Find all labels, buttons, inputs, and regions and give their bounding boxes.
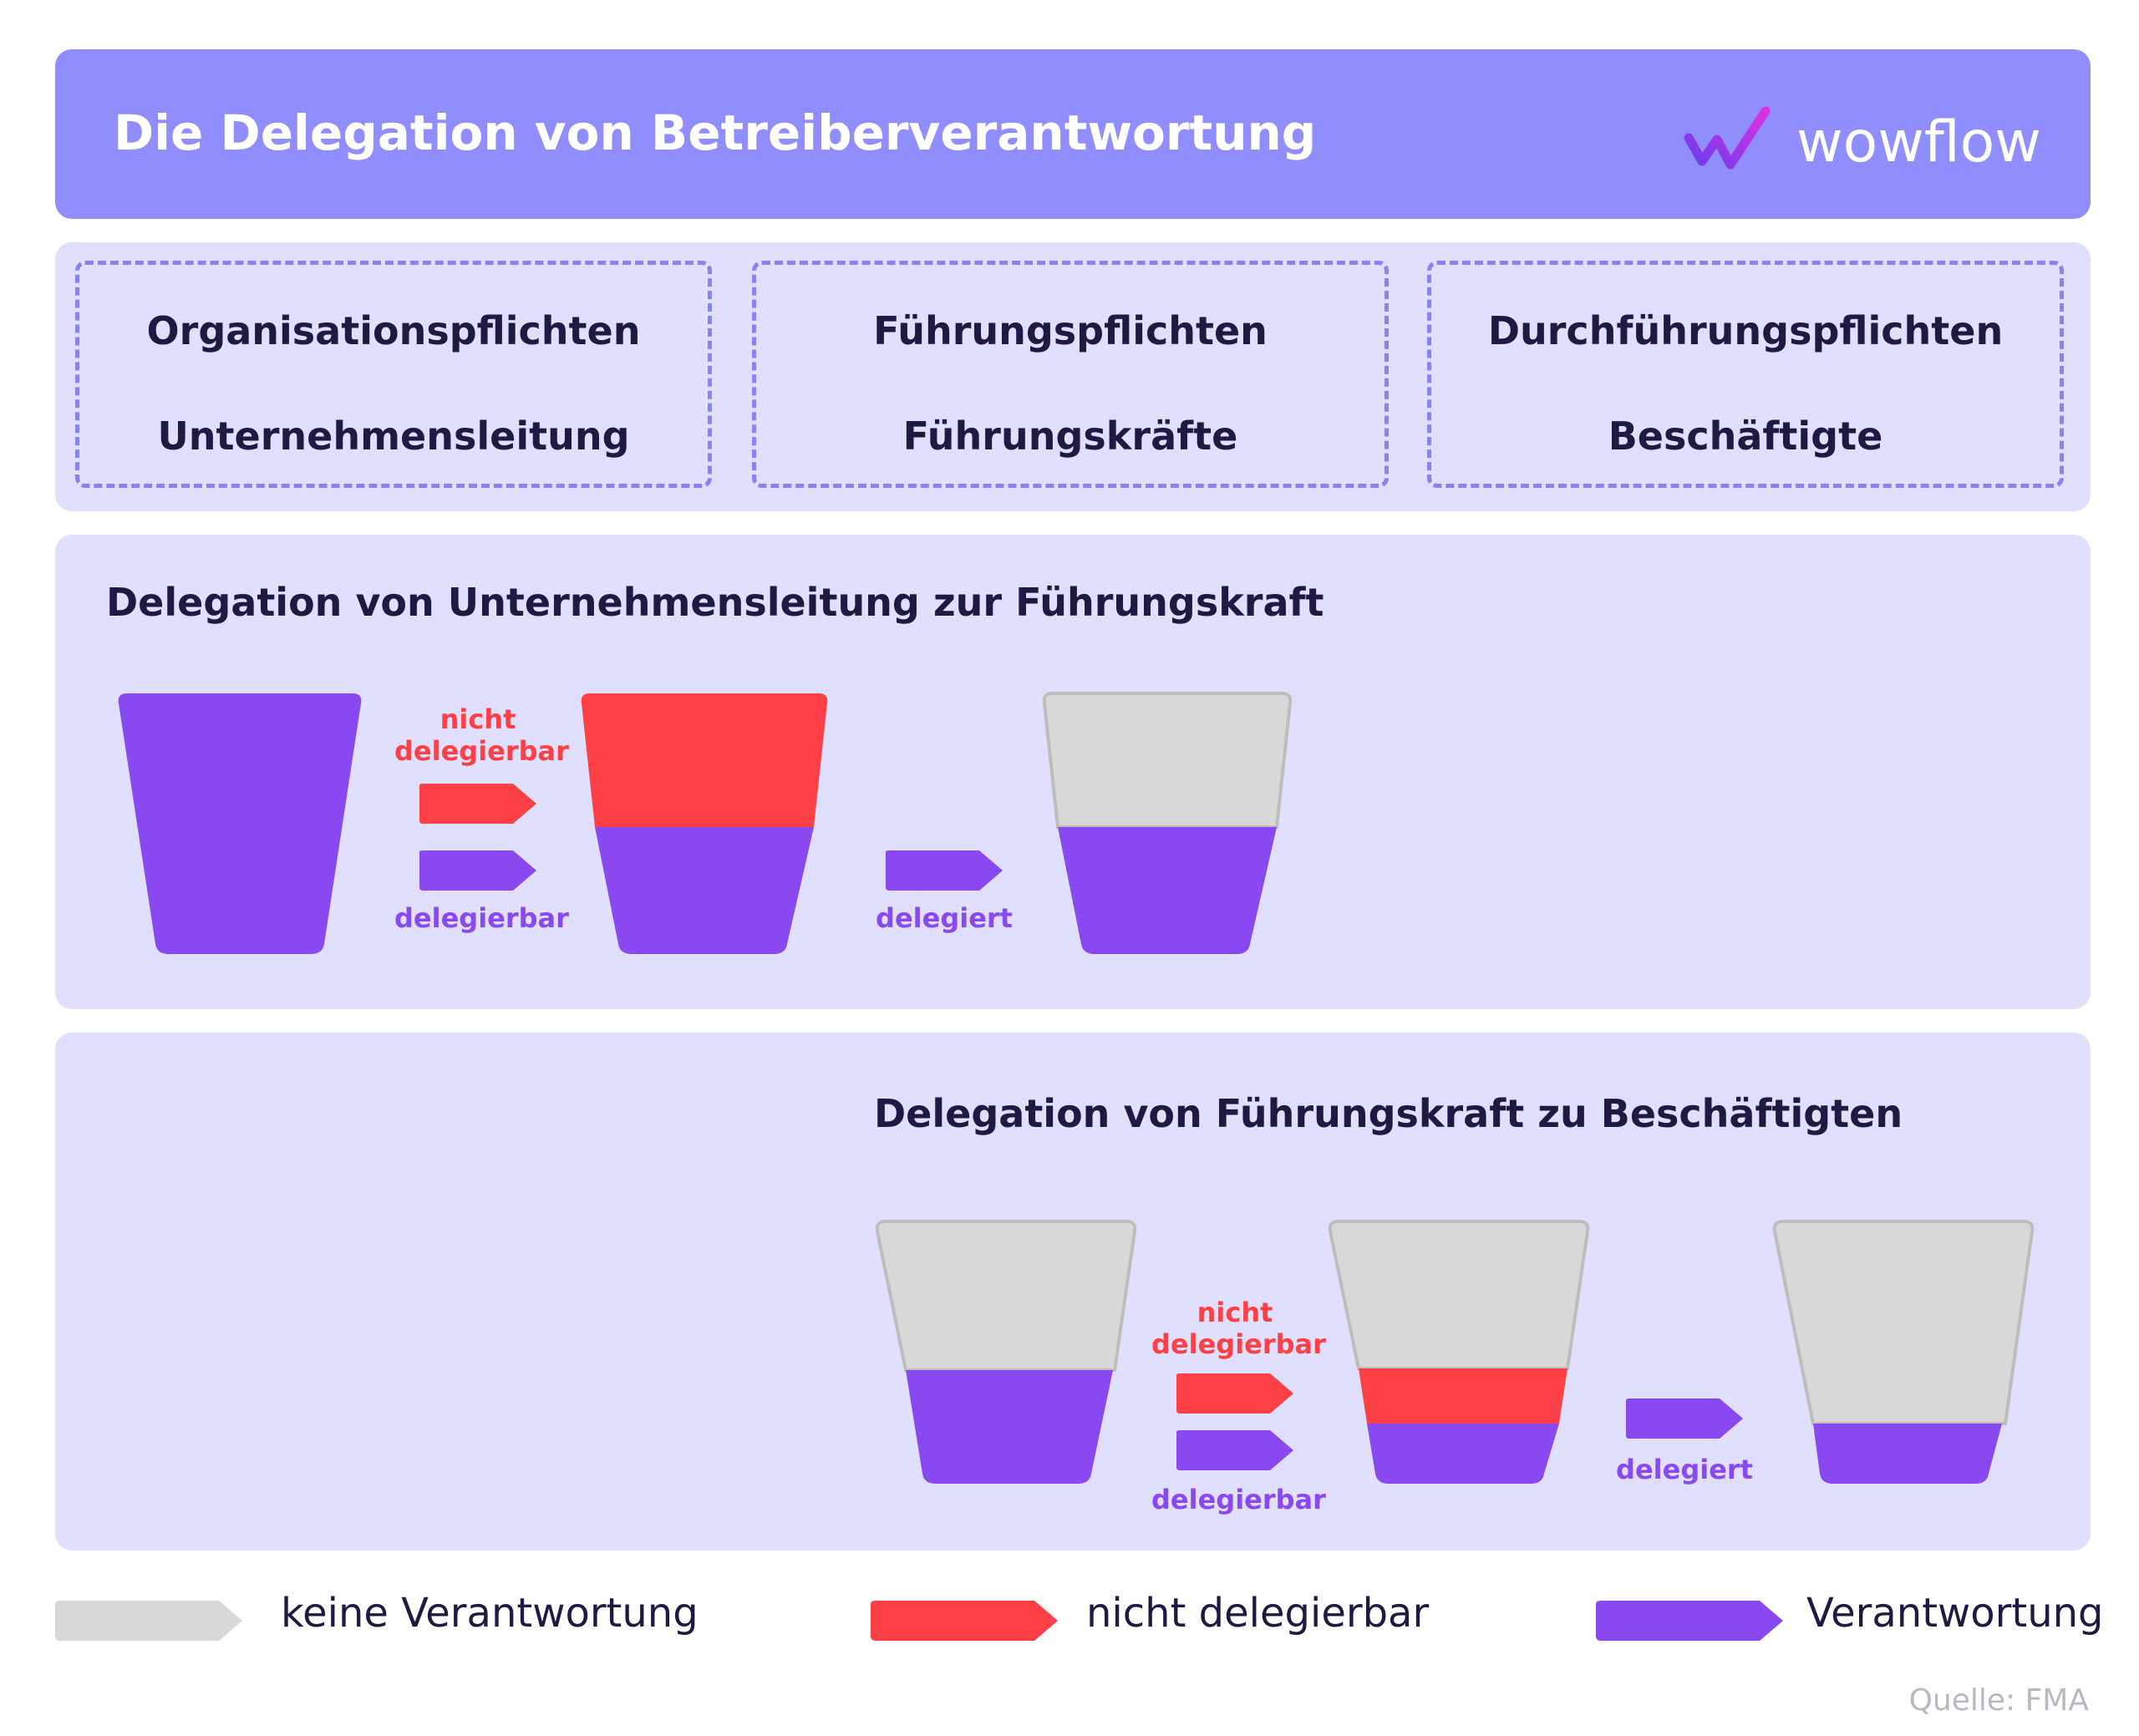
role-person: Unternehmensleitung	[157, 414, 630, 459]
arrow-delegierbar	[1176, 1430, 1293, 1470]
cup-2-purple	[1367, 1424, 1559, 1484]
label-delegierbar: delegierbar	[1151, 1484, 1326, 1515]
cup-1-gray	[875, 1220, 1137, 1372]
label-line: nicht	[1197, 1297, 1273, 1328]
legend-swatch-gray	[55, 1601, 242, 1641]
panel2-title: Delegation von Führungskraft zu Beschäft…	[874, 1091, 1903, 1136]
cup-2-red	[1359, 1368, 1567, 1424]
legend-label-keine-verantwortung: keine Verantwortung	[281, 1590, 699, 1637]
legend-swatch-red	[871, 1601, 1058, 1641]
role-box-beschaeftigte: Durchführungspflichten Beschäftigte	[1427, 261, 2064, 488]
legend-label-nicht-delegierbar: nicht delegierbar	[1086, 1590, 1430, 1637]
label-line: nicht	[439, 703, 516, 735]
label-delegiert: delegiert	[876, 902, 1013, 934]
label-nicht-delegierbar: nicht delegierbar	[1151, 1297, 1326, 1360]
role-duty: Führungspflichten	[873, 308, 1268, 353]
arrow-delegiert	[886, 850, 1003, 891]
role-person: Beschäftigte	[1608, 414, 1883, 459]
cup-2-purple	[595, 827, 814, 954]
legend-swatches	[55, 1601, 1783, 1641]
label-line: delegierbar	[394, 735, 569, 767]
arrow-delegiert	[1626, 1398, 1743, 1439]
page-title: Die Delegation von Betreiberverantwortun…	[114, 104, 1317, 161]
source-note: Quelle: FMA	[1908, 1683, 2089, 1718]
cup-2-gray	[1328, 1220, 1590, 1370]
cup-3-purple	[1058, 827, 1277, 954]
cup-3-purple	[1813, 1424, 2002, 1484]
logo-text: wowflow	[1796, 109, 2041, 175]
wowflow-logo-icon	[1684, 106, 1771, 170]
legend-label-verantwortung: Verantwortung	[1806, 1590, 2104, 1637]
arrow-nicht-delegierbar	[1176, 1373, 1293, 1414]
cup-2-red	[581, 693, 828, 827]
label-delegiert: delegiert	[1616, 1454, 1753, 1485]
header-banner: Die Delegation von Betreiberverantwortun…	[55, 49, 2091, 219]
role-person: Führungskräfte	[902, 414, 1238, 459]
cup-1-purple	[118, 693, 362, 954]
panel1-diagram	[118, 692, 1293, 954]
role-box-fuehrungskraefte: Führungspflichten Führungskräfte	[752, 261, 1389, 488]
label-delegierbar: delegierbar	[394, 902, 569, 934]
legend-swatch-purple	[1596, 1601, 1783, 1641]
wowflow-logo: wowflow	[1684, 104, 2041, 175]
role-duty: Organisationspflichten	[146, 308, 641, 353]
label-line: delegierbar	[1151, 1328, 1326, 1360]
panel-unternehmensleitung-zu-fuehrungskraft: Delegation von Unternehmensleitung zur F…	[55, 535, 2091, 1009]
cup-3-gray	[1772, 1220, 2035, 1425]
role-box-unternehmensleitung: Organisationspflichten Unternehmensleitu…	[75, 261, 712, 488]
label-nicht-delegierbar: nicht delegierbar	[394, 703, 569, 767]
panel2-diagram	[875, 1220, 2035, 1484]
cup-3-gray	[1042, 692, 1293, 829]
panel1-title: Delegation von Unternehmensleitung zur F…	[106, 580, 1324, 625]
roles-row: Organisationspflichten Unternehmensleitu…	[55, 242, 2091, 511]
arrow-nicht-delegierbar	[419, 784, 536, 824]
arrow-delegierbar	[419, 850, 536, 891]
cup-1-purple	[906, 1370, 1113, 1484]
panel-fuehrungskraft-zu-beschaeftigten: Delegation von Führungskraft zu Beschäft…	[55, 1033, 2091, 1551]
role-duty: Durchführungspflichten	[1487, 308, 2004, 353]
